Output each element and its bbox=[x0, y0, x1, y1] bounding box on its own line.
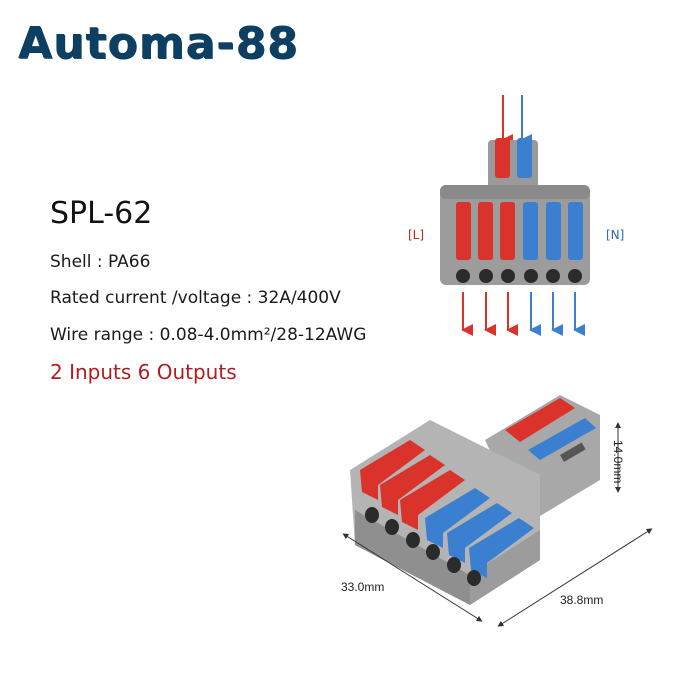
front-view-diagram bbox=[440, 95, 590, 336]
spec-shell: Shell : PA66 bbox=[50, 252, 151, 272]
width-dimension-line bbox=[342, 533, 483, 622]
live-label: [L] bbox=[408, 228, 425, 242]
io-summary: 2 Inputs 6 Outputs bbox=[50, 360, 237, 384]
neutral-label: [N] bbox=[606, 228, 625, 242]
brand-logo: Automa-88 bbox=[18, 18, 299, 69]
product-model: SPL-62 bbox=[50, 196, 153, 231]
depth-dimension: 38.8mm bbox=[560, 593, 604, 607]
spec-wire-range: Wire range : 0.08-4.0mm²/28-12AWG bbox=[50, 325, 367, 345]
depth-dimension-line bbox=[497, 528, 653, 627]
height-dimension: 14.0mm bbox=[611, 440, 625, 484]
spec-rating: Rated current /voltage : 32A/400V bbox=[50, 288, 341, 308]
width-dimension: 33.0mm bbox=[341, 580, 385, 594]
perspective-view bbox=[342, 395, 653, 627]
